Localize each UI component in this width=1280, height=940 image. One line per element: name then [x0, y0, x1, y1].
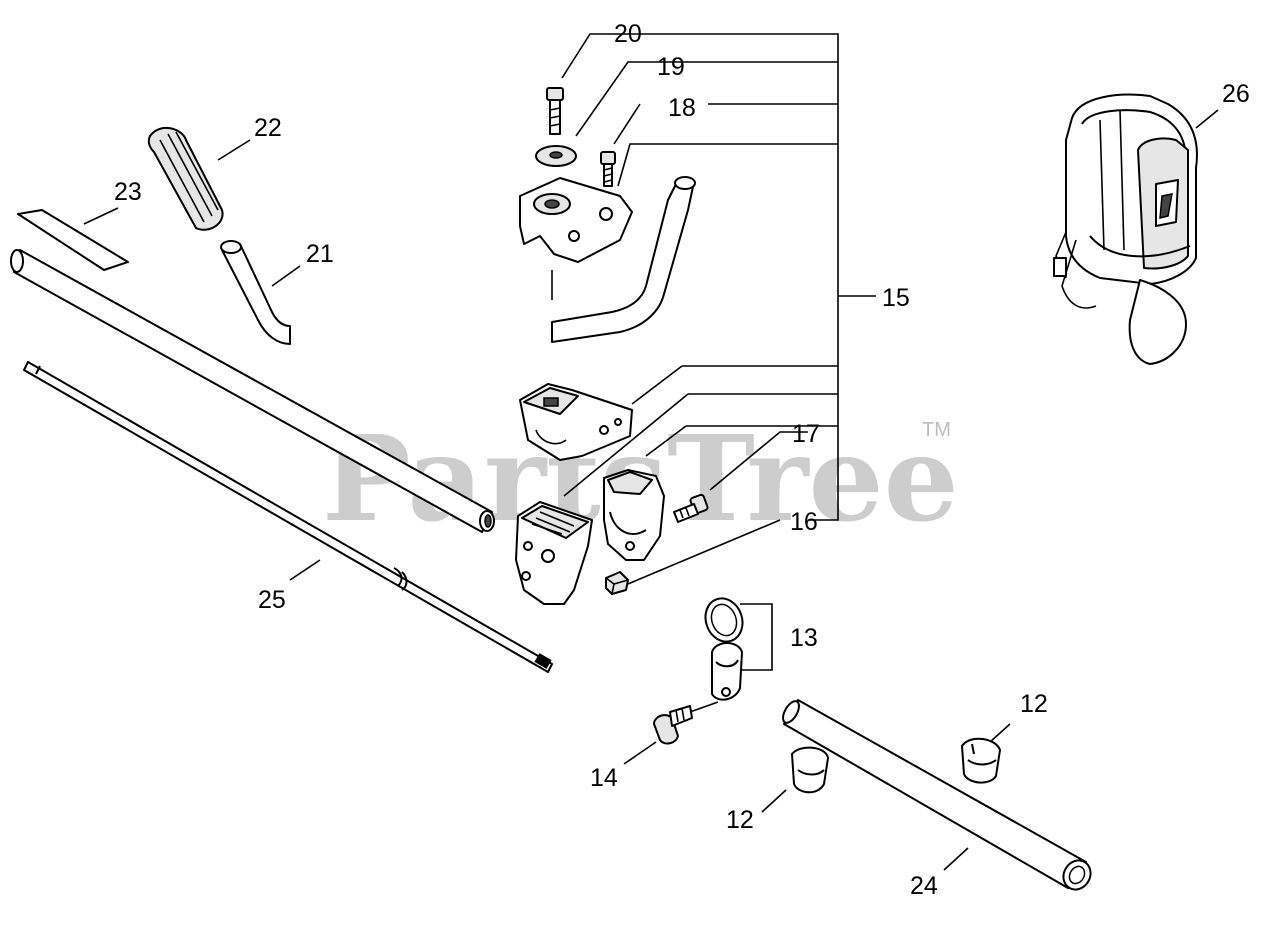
shaft-tube[interactable] — [10, 249, 495, 533]
label-21: 21 — [306, 240, 334, 268]
label-25: 25 — [258, 586, 286, 614]
part-22-grip[interactable] — [147, 126, 224, 231]
part-26-harness[interactable] — [1053, 93, 1198, 365]
label-23: 23 — [114, 178, 142, 206]
label-15: 15 — [882, 284, 910, 312]
part-13-hanger[interactable] — [700, 593, 749, 701]
label-12-center: 12 — [726, 806, 754, 834]
label-22: 22 — [254, 114, 282, 142]
part-12-clip-a[interactable] — [791, 746, 829, 794]
part-19-washer[interactable] — [535, 145, 577, 167]
label-19: 19 — [657, 53, 685, 81]
side-clamp[interactable] — [603, 469, 665, 561]
part-18-screw[interactable] — [600, 151, 616, 187]
part-14-bolt[interactable] — [653, 705, 693, 745]
label-26: 26 — [1222, 80, 1250, 108]
part-20-bolt[interactable] — [546, 87, 564, 135]
part-labels: 20 19 18 15 17 16 13 14 12 12 24 26 22 2… — [114, 20, 1250, 900]
label-14: 14 — [590, 764, 618, 792]
part-25-drive-shaft[interactable] — [23, 361, 553, 673]
label-12-right: 12 — [1020, 690, 1048, 718]
label-24: 24 — [910, 872, 938, 900]
label-18: 18 — [668, 94, 696, 122]
upper-clamp[interactable] — [519, 383, 633, 461]
loop-handle[interactable] — [551, 176, 696, 343]
part-16-nut[interactable] — [605, 571, 629, 595]
label-16: 16 — [790, 508, 818, 536]
lower-clamp[interactable] — [515, 501, 593, 605]
part-24-tube[interactable] — [780, 699, 1096, 895]
watermark-trademark: TM — [922, 419, 951, 441]
leader-lines — [83, 33, 1219, 871]
label-13: 13 — [790, 624, 818, 652]
label-20: 20 — [614, 20, 642, 48]
part-23-decal[interactable] — [17, 209, 129, 271]
label-17: 17 — [792, 420, 820, 448]
part-17-screw[interactable] — [673, 493, 709, 523]
handle-bracket[interactable] — [519, 177, 633, 263]
part-12-clip-b[interactable] — [961, 737, 1001, 784]
part-21-bent-tube[interactable] — [220, 240, 291, 345]
